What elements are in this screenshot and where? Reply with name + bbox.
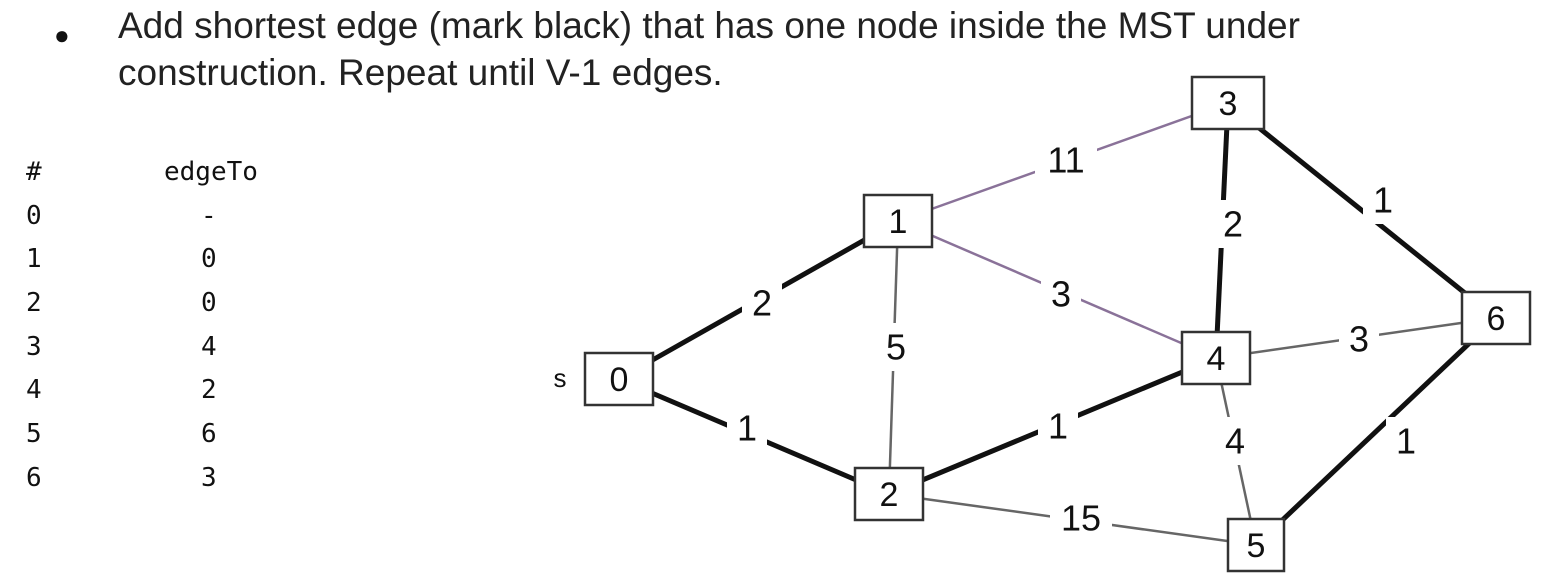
weight-label-bg xyxy=(1215,417,1255,465)
table-cell-id: 6 xyxy=(26,462,42,493)
edge-weight-1-3: 11 xyxy=(1047,140,1084,181)
heading-line-1: Add shortest edge (mark black) that has … xyxy=(118,5,1300,46)
node-box xyxy=(583,351,655,407)
heading-line-2: construction. Repeat until V-1 edges. xyxy=(118,52,723,93)
edge-weight-5-6: 1 xyxy=(1396,421,1416,462)
node-4: 4 xyxy=(1180,330,1252,386)
weight-label-bg xyxy=(1035,136,1097,184)
edge-weight-0-1: 2 xyxy=(752,283,772,324)
table-cell-id: 3 xyxy=(26,331,42,362)
weight-label-bg xyxy=(1386,417,1426,465)
table-cell-edgeto: 0 xyxy=(201,287,217,318)
node-3: 3 xyxy=(1190,75,1266,131)
node-label: 1 xyxy=(889,203,908,241)
edge-weight-0-2: 1 xyxy=(737,408,757,449)
edge-weight-3-6: 1 xyxy=(1373,180,1393,221)
edgeto-table: # edgeTo 0 - 1 0 2 0 3 4 4 2 5 6 6 3 xyxy=(26,150,321,500)
node-label: 6 xyxy=(1487,300,1506,338)
table-row: 0 - xyxy=(26,194,321,238)
edge-weight-1-4: 3 xyxy=(1051,274,1071,315)
node-6: 6 xyxy=(1460,290,1532,346)
node-0: 0 xyxy=(583,351,655,407)
weight-label-bg xyxy=(1038,402,1078,450)
edge-5-6 xyxy=(1254,316,1498,547)
node-2: 2 xyxy=(853,466,925,522)
table-cell-id: 0 xyxy=(26,200,42,231)
table-cell-id: 1 xyxy=(26,244,42,275)
table-header-id: # xyxy=(26,156,42,187)
edge-weight-2-5: 15 xyxy=(1061,498,1101,539)
node-5: 5 xyxy=(1226,517,1286,573)
table-cell-edgeto: 4 xyxy=(201,331,217,362)
table-row: 5 6 xyxy=(26,412,321,456)
table-header-edgeto: edgeTo xyxy=(164,156,258,187)
weight-label-bg xyxy=(1213,200,1253,248)
slide-heading: Add shortest edge (mark black) that has … xyxy=(118,2,1478,96)
weight-label-bg xyxy=(1339,315,1379,363)
node-box xyxy=(853,466,925,522)
table-row: 6 3 xyxy=(26,456,321,500)
weight-label-bg xyxy=(1363,176,1403,224)
node-label: 3 xyxy=(1219,85,1238,123)
table-cell-edgeto: - xyxy=(201,200,217,231)
node-1: 1 xyxy=(862,193,934,249)
edge-weight-2-4: 1 xyxy=(1048,406,1068,447)
weight-label-bg xyxy=(727,404,767,452)
node-label: 4 xyxy=(1207,340,1226,378)
node-box xyxy=(1226,517,1286,573)
table-row: 2 0 xyxy=(26,281,321,325)
node-label: 5 xyxy=(1247,527,1266,565)
edge-3-6 xyxy=(1226,101,1498,320)
weight-label-bg xyxy=(742,279,782,327)
nodes-layer: 0 1 2 3 4 5 6 xyxy=(583,75,1532,573)
table-cell-edgeto: 2 xyxy=(201,375,217,406)
node-label: 0 xyxy=(610,361,629,399)
table-cell-id: 2 xyxy=(26,287,42,318)
weight-label-bg xyxy=(1041,270,1081,318)
node-box xyxy=(1460,290,1532,346)
table-row: 1 0 xyxy=(26,237,321,281)
table-cell-edgeto: 3 xyxy=(201,462,217,493)
table-cell-id: 4 xyxy=(26,375,42,406)
table-header-row: # edgeTo xyxy=(26,150,321,194)
edge-weight-4-5: 4 xyxy=(1225,421,1245,462)
table-cell-id: 5 xyxy=(26,418,42,449)
table-row: 3 4 xyxy=(26,325,321,369)
table-row: 4 2 xyxy=(26,368,321,412)
node-label: 2 xyxy=(880,476,899,514)
weight-label-bg xyxy=(1050,494,1112,542)
node-box xyxy=(862,193,934,249)
source-label: s xyxy=(554,363,567,393)
table-cell-edgeto: 6 xyxy=(201,418,217,449)
node-box xyxy=(1190,75,1266,131)
node-box xyxy=(1180,330,1252,386)
edge-weight-1-2: 5 xyxy=(886,327,906,368)
edge-weight-4-6: 3 xyxy=(1349,319,1369,360)
bullet-point: ● xyxy=(54,20,70,50)
edge-weight-3-4: 2 xyxy=(1223,204,1243,245)
weight-label-bg xyxy=(876,323,916,371)
table-cell-edgeto: 0 xyxy=(201,244,217,275)
